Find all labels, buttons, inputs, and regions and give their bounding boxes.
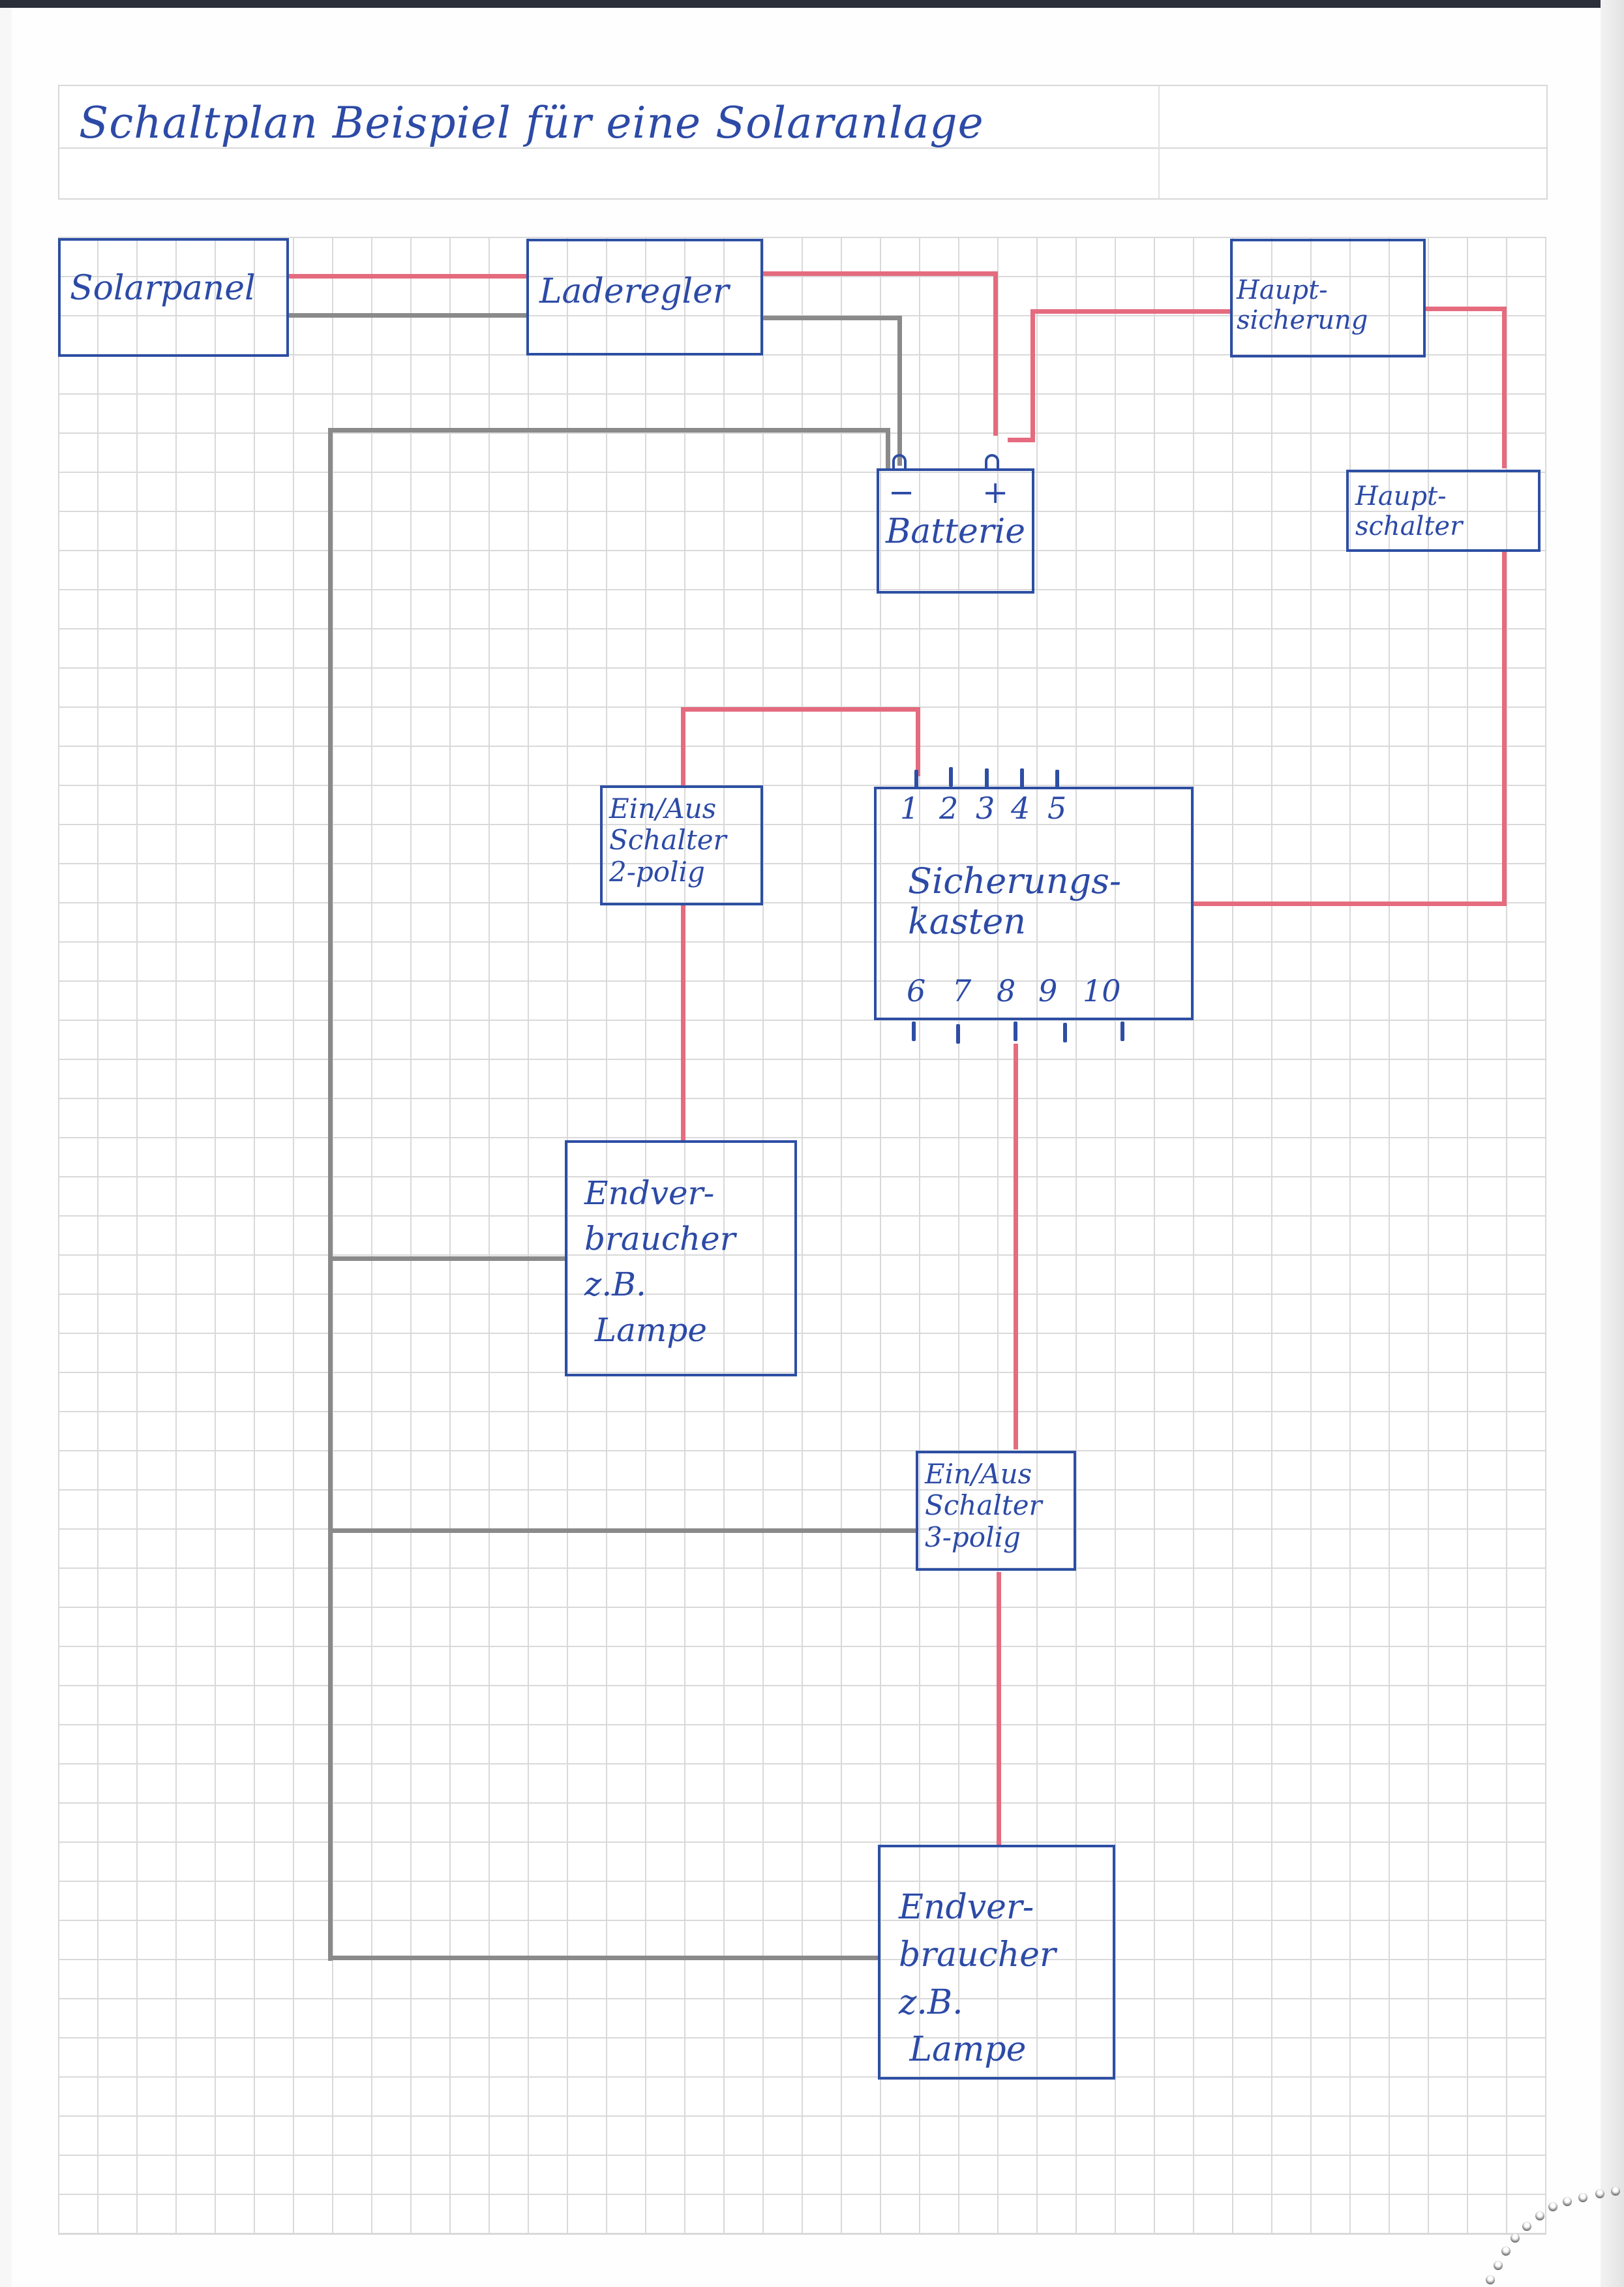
binding-ring (1595, 2189, 1604, 2198)
fusebox-terminal-4: 4 (1011, 791, 1030, 826)
wire-negative-bus-battery-drop (886, 428, 890, 468)
fusebox-terminal-5: 5 (1047, 791, 1067, 826)
fusebox-pin-2 (949, 767, 953, 787)
battery-positive-terminal (985, 454, 999, 471)
binding-ring (1511, 2234, 1520, 2243)
hauptschalter-label: Haupt- schalter (1355, 481, 1463, 541)
wire-mainswitch-fusebox-drop (1502, 552, 1507, 904)
binding-ring (1611, 2187, 1620, 2196)
binding-ring (1494, 2261, 1503, 2270)
binding-ring (1522, 2222, 1531, 2231)
hauptschalter-box: Haupt- schalter (1346, 470, 1541, 552)
verbraucher-1-box: Endver- braucher z.B. Lampe (565, 1140, 797, 1376)
wire-solar-laderegler-positive (289, 274, 526, 279)
fusebox-terminal-10: 10 (1083, 973, 1121, 1008)
binding-ring (1535, 2211, 1544, 2220)
binding-ring (1501, 2247, 1511, 2256)
wire-mainswitch-fusebox (1194, 901, 1507, 906)
wire-fusebox-t8-switch3 (1014, 1044, 1018, 1449)
grid-paper (58, 237, 1546, 2235)
fusebox-pin-3 (985, 768, 989, 788)
title-field: Schaltplan Beispiel für eine Solaranlage (58, 85, 1548, 200)
wire-laderegler-battery-positive-drop (993, 271, 998, 436)
schalter-3polig-box: Ein/Aus Schalter 3-polig (916, 1451, 1076, 1571)
solarpanel-box: Solarpanel (58, 238, 289, 357)
binding-ring (1486, 2275, 1495, 2284)
laderegler-box: Laderegler (526, 239, 763, 356)
fusebox-terminal-9: 9 (1038, 973, 1058, 1008)
wire-laderegler-battery-positive (763, 271, 997, 276)
wire-battery-fuse-link (1008, 438, 1035, 442)
scanner-edge (0, 0, 1624, 8)
fusebox-pin-9 (1063, 1023, 1067, 1042)
schalter-2polig-label: Ein/Aus Schalter 2-polig (609, 793, 727, 888)
battery-minus-sign: − (888, 474, 915, 511)
wire-laderegler-battery-negative-drop (897, 316, 902, 466)
page-edge-shadow (1601, 0, 1624, 2287)
wire-negative-bus-top (328, 428, 889, 432)
wire-switch2-drop (681, 707, 685, 785)
verbraucher-2-box: Endver- braucher z.B. Lampe (878, 1845, 1115, 2080)
verbraucher-2-label: Endver- braucher z.B. Lampe (899, 1888, 1056, 2070)
wire-solar-laderegler-negative (289, 313, 526, 318)
wire-laderegler-battery-negative (763, 316, 900, 320)
laderegler-label: Laderegler (539, 272, 729, 311)
verbraucher-1-label: Endver- braucher z.B. Lampe (584, 1174, 736, 1349)
schalter-2polig-box: Ein/Aus Schalter 2-polig (600, 785, 763, 905)
wire-fuse-mainswitch (1426, 307, 1507, 311)
batterie-label: Batterie (886, 512, 1026, 551)
wire-switch2-consumer1 (681, 905, 685, 1142)
fusebox-terminal-2: 2 (939, 791, 959, 826)
solarpanel-label: Solarpanel (70, 269, 256, 308)
binding-ring (1563, 2197, 1572, 2206)
fusebox-pin-5 (1055, 770, 1059, 789)
fusebox-terminal-1: 1 (900, 791, 920, 826)
wire-negative-consumer2 (328, 1956, 879, 1960)
hauptsicherung-label: Haupt- sicherung (1237, 275, 1368, 335)
fusebox-pin-8 (1014, 1022, 1017, 1041)
wire-fusebox-t1-rise (916, 707, 920, 776)
wire-battery-fuse (1030, 309, 1230, 314)
fusebox-terminal-8: 8 (997, 973, 1016, 1008)
battery-plus-sign: + (982, 474, 1009, 511)
binding-ring (1578, 2193, 1587, 2202)
fusebox-terminal-3: 3 (976, 791, 995, 826)
schalter-3polig-label: Ein/Aus Schalter 3-polig (925, 1458, 1042, 1553)
binding-ring (1548, 2202, 1557, 2211)
title-rule (59, 147, 1546, 149)
fusebox-terminal-6: 6 (907, 973, 926, 1008)
sicherungskasten-box: Sicherungs- kasten (874, 787, 1194, 1020)
wire-negative-consumer1 (328, 1256, 565, 1261)
wire-battery-fuse-rise (1030, 312, 1035, 442)
wire-negative-switch3 (328, 1528, 918, 1533)
title-divider (1158, 86, 1160, 198)
wire-fuse-mainswitch-drop (1502, 307, 1507, 468)
fusebox-pin-1 (914, 770, 918, 789)
batterie-box: − + Batterie (877, 468, 1034, 594)
wire-switch3-consumer2 (997, 1572, 1001, 1846)
wire-negative-bus-main (328, 428, 333, 1961)
sicherungskasten-label: Sicherungs- kasten (908, 860, 1122, 943)
fusebox-terminal-7: 7 (952, 973, 972, 1008)
wire-fusebox-t1-switch2 (681, 707, 920, 712)
fusebox-pin-7 (956, 1024, 960, 1044)
battery-negative-terminal (892, 454, 907, 471)
fusebox-pin-6 (912, 1022, 916, 1041)
fusebox-pin-10 (1120, 1022, 1124, 1041)
hauptsicherung-box: Haupt- sicherung (1230, 239, 1426, 357)
fusebox-pin-4 (1020, 768, 1024, 788)
page-title: Schaltplan Beispiel für eine Solaranlage (79, 98, 984, 148)
